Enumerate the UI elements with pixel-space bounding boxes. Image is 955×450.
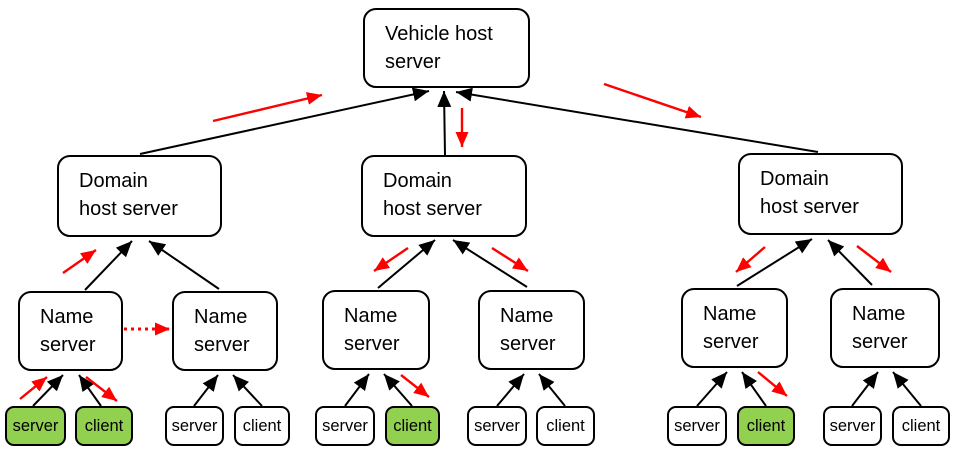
edge-domain1-vehicle bbox=[139, 87, 430, 155]
node-label: server bbox=[322, 416, 368, 435]
red-flow-arrows bbox=[19, 82, 892, 402]
edge-client6-ns6 bbox=[892, 371, 922, 407]
node-name-server-4: Name server bbox=[478, 290, 585, 370]
edge-client5-ns5 bbox=[741, 371, 767, 407]
edge-ns2-domain1 bbox=[148, 240, 220, 290]
flow-ns5-to-client5 bbox=[757, 371, 788, 397]
node-label: Domain host server bbox=[760, 168, 859, 218]
edge-client3-ns3 bbox=[383, 373, 413, 407]
flow-ns1-to-client1 bbox=[85, 376, 118, 402]
node-name-server-3: Name server bbox=[322, 290, 430, 370]
node-label: client bbox=[393, 416, 432, 435]
node-client-leaf-1: client bbox=[75, 406, 133, 446]
node-label: Vehicle host server bbox=[385, 23, 493, 73]
node-name-server-2: Name server bbox=[172, 291, 278, 371]
node-label: client bbox=[242, 416, 282, 435]
edge-server3-ns3 bbox=[344, 373, 370, 407]
node-label: client bbox=[746, 416, 786, 435]
node-label: server bbox=[474, 416, 520, 435]
edge-server5-ns5 bbox=[696, 371, 728, 407]
edge-domain2-vehicle bbox=[437, 90, 452, 156]
flow-ns1-to-domain1 bbox=[62, 249, 97, 274]
node-server-leaf-5: server bbox=[667, 406, 727, 446]
node-label: server bbox=[171, 416, 218, 435]
flow-domain2-to-ns3 bbox=[373, 247, 409, 272]
edge-ns3-domain2 bbox=[377, 239, 436, 289]
edge-server2-ns2 bbox=[193, 374, 219, 407]
edge-server4-ns4 bbox=[496, 373, 525, 407]
node-server-leaf-3: server bbox=[315, 406, 375, 446]
node-server-leaf-1: server bbox=[5, 406, 66, 446]
flow-domain1-to-vehicle bbox=[212, 92, 323, 123]
node-server-leaf-4: server bbox=[467, 406, 527, 446]
edge-ns4-domain2 bbox=[452, 239, 528, 288]
edge-ns5-domain3 bbox=[736, 238, 813, 287]
edge-server6-ns6 bbox=[851, 371, 879, 407]
node-label: Domain host server bbox=[383, 170, 482, 220]
node-name-server-1: Name server bbox=[18, 291, 123, 371]
node-client-leaf-3: client bbox=[385, 406, 440, 446]
flow-domain3-to-ns5 bbox=[735, 246, 766, 273]
node-label: Name server bbox=[852, 303, 908, 353]
edge-client2-ns2 bbox=[232, 374, 263, 407]
node-client-leaf-6: client bbox=[892, 406, 950, 446]
edge-client1-ns1 bbox=[78, 374, 102, 407]
edge-ns6-domain3 bbox=[827, 239, 873, 286]
node-label: Name server bbox=[344, 305, 400, 355]
flow-vehicle-to-domain3 bbox=[603, 82, 702, 119]
node-label: client bbox=[546, 416, 585, 435]
edge-domain3-vehicle bbox=[455, 87, 819, 153]
node-client-leaf-5: client bbox=[737, 406, 795, 446]
node-label: Name server bbox=[40, 306, 96, 356]
node-label: server bbox=[829, 416, 876, 435]
node-label: client bbox=[901, 416, 941, 435]
node-label: server bbox=[12, 416, 59, 435]
flow-ns3-to-client3 bbox=[400, 374, 430, 398]
node-label: server bbox=[674, 416, 720, 435]
edge-ns1-domain1 bbox=[84, 240, 133, 291]
node-domain-host-server-1: Domain host server bbox=[57, 155, 222, 237]
node-domain-host-server-2: Domain host server bbox=[361, 155, 527, 237]
tree-edges bbox=[32, 87, 922, 407]
node-domain-host-server-3: Domain host server bbox=[738, 153, 903, 235]
flow-domain2-to-ns4 bbox=[491, 246, 529, 273]
node-name-server-5: Name server bbox=[681, 288, 788, 368]
edge-client4-ns4 bbox=[538, 373, 566, 407]
node-label: Name server bbox=[703, 303, 759, 353]
node-vehicle-host-server: Vehicle host server bbox=[363, 8, 530, 88]
flow-domain3-to-ns6 bbox=[856, 245, 892, 273]
flow-server1-to-ns1 bbox=[19, 376, 48, 400]
node-label: Name server bbox=[194, 306, 250, 356]
node-server-leaf-2: server bbox=[165, 406, 224, 446]
node-server-leaf-6: server bbox=[823, 406, 882, 446]
edge-server1-ns1 bbox=[32, 374, 64, 407]
node-name-server-6: Name server bbox=[830, 288, 940, 368]
node-label: Domain host server bbox=[79, 170, 178, 220]
node-client-leaf-2: client bbox=[234, 406, 290, 446]
node-label: Name server bbox=[500, 305, 556, 355]
node-label: client bbox=[84, 416, 124, 435]
node-client-leaf-4: client bbox=[536, 406, 595, 446]
